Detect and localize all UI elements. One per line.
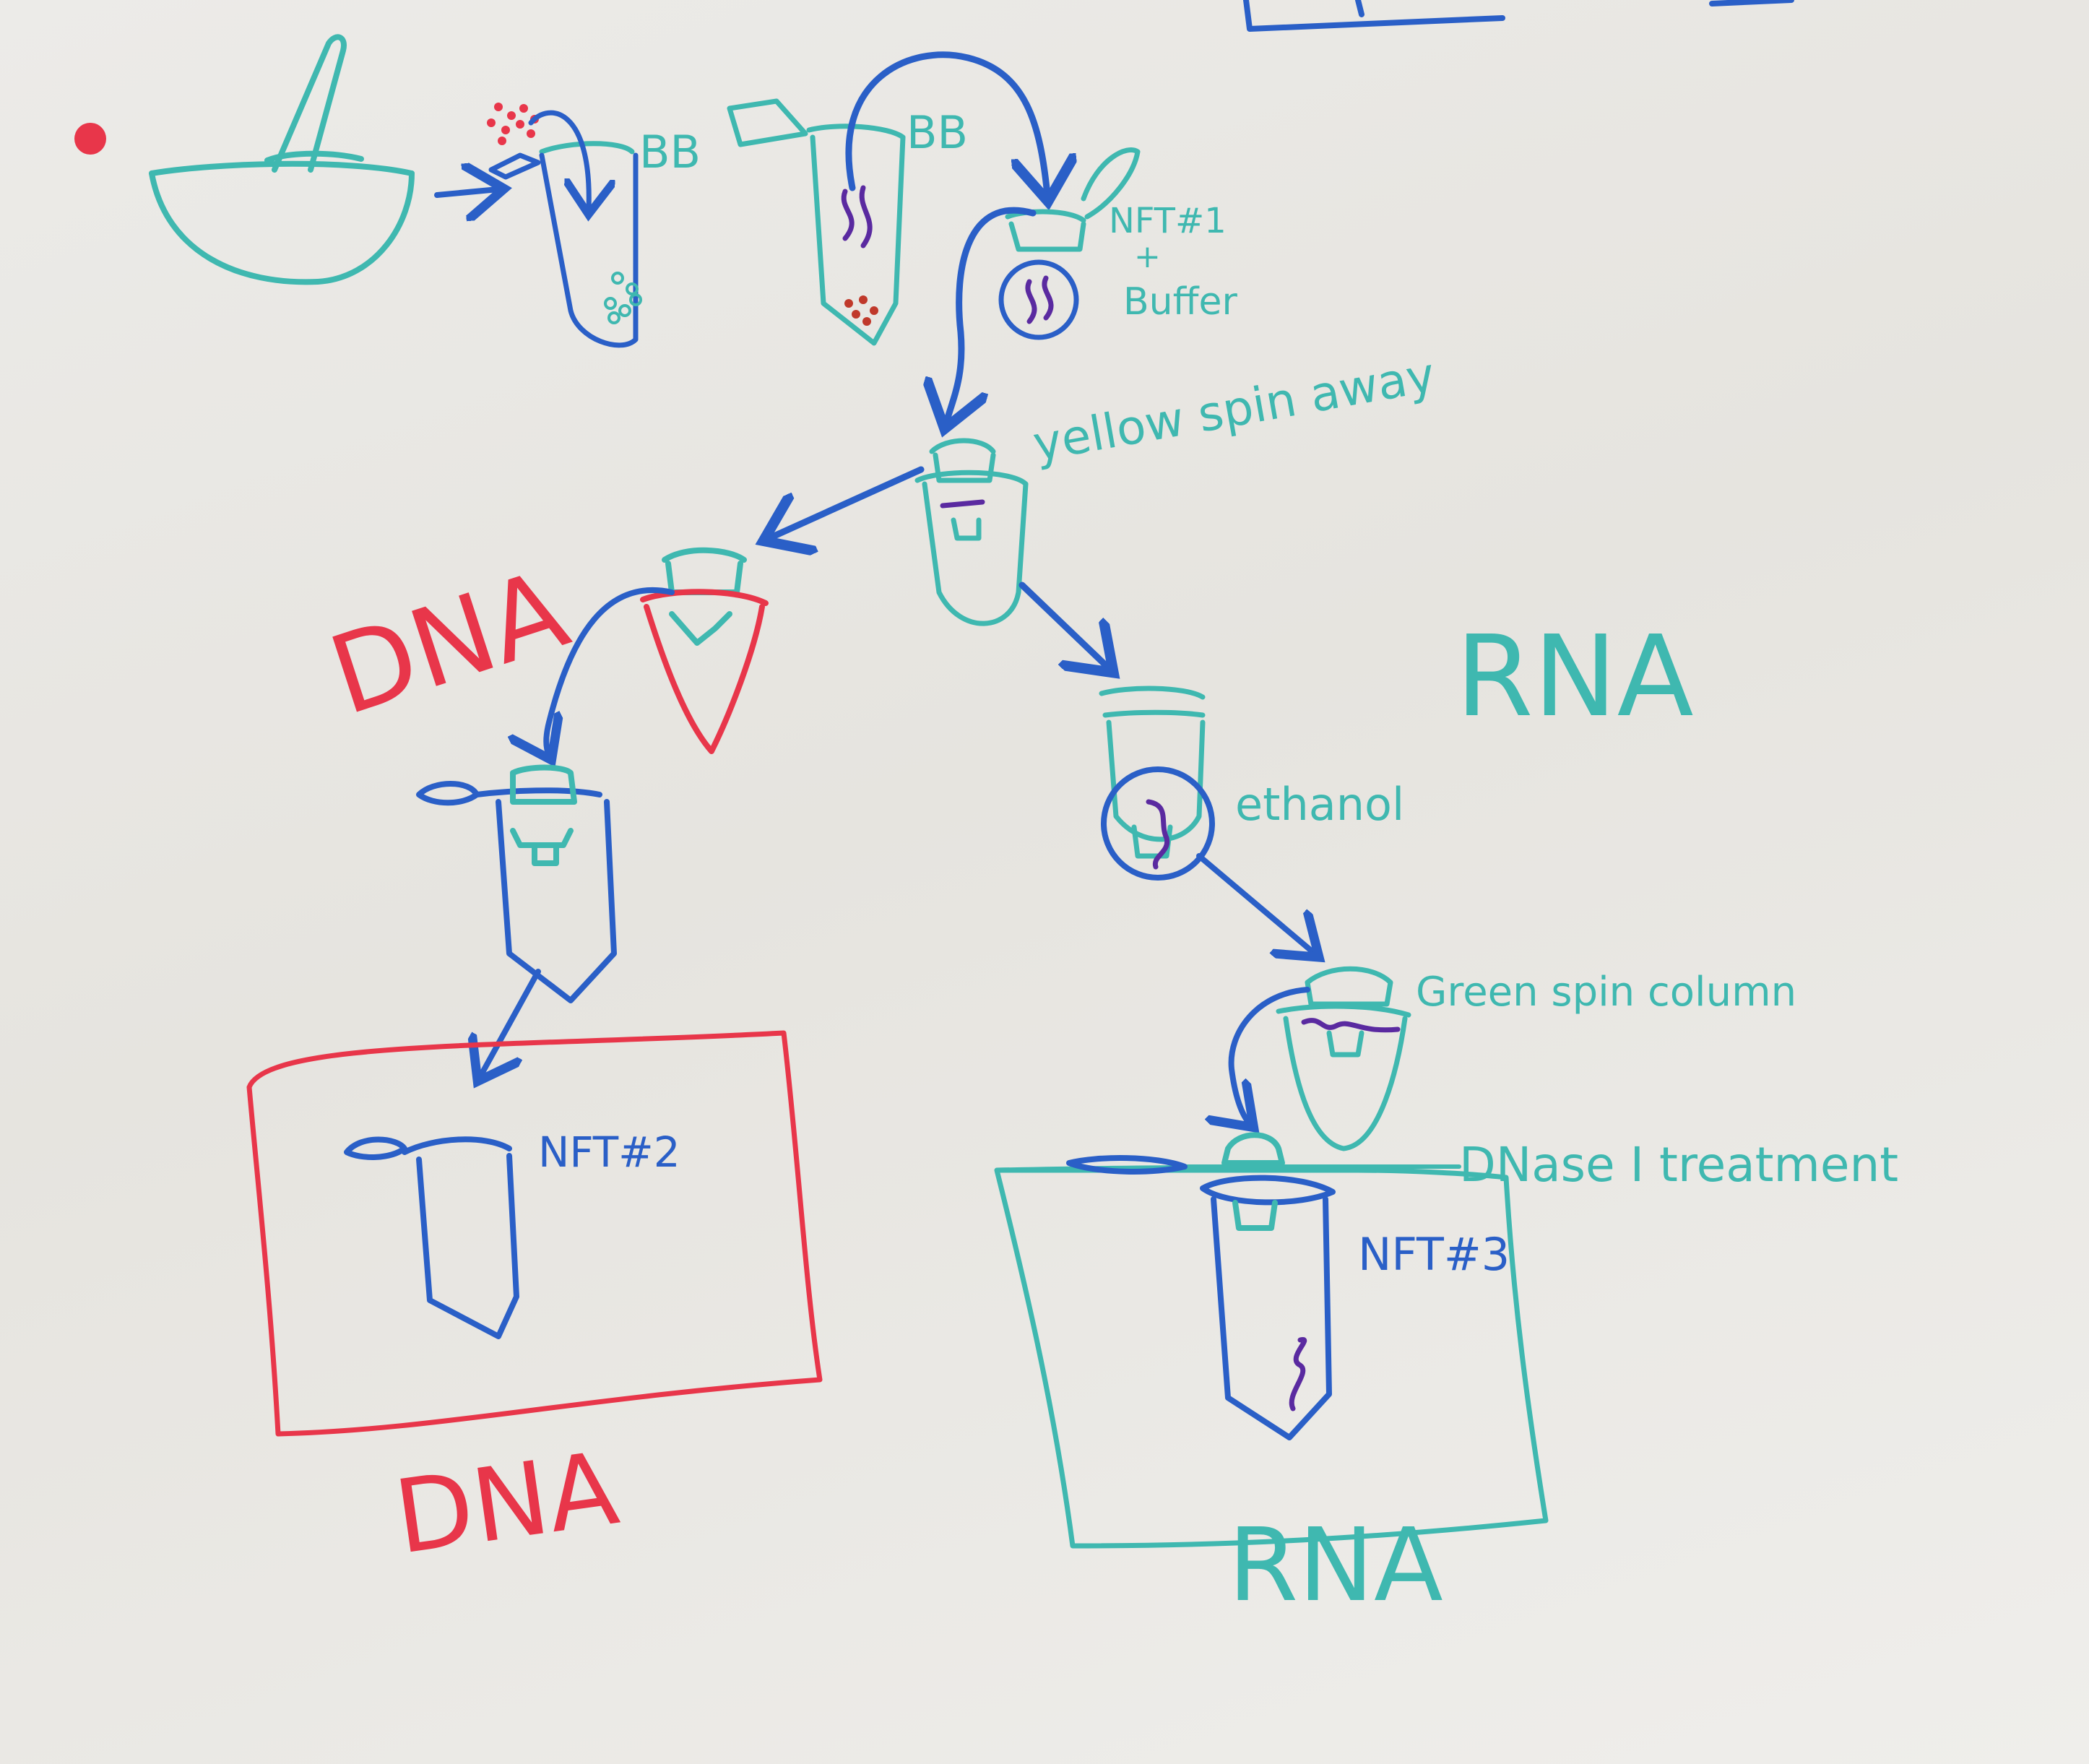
arrow-to-dna-branch (769, 466, 925, 538)
yellow-spin-column-icon (914, 438, 1029, 626)
ethanol-label: ethanol (1235, 778, 1404, 831)
rna-band (1301, 1018, 1401, 1033)
rna-strand-icon (1146, 799, 1170, 870)
dna-strand-icon-2 (1025, 275, 1054, 324)
cropped-line-top-right (1709, 0, 1794, 7)
arrow-to-dna-filter (546, 587, 675, 755)
nft3-tube-icon (1066, 1132, 1336, 1440)
dna-result-label: DNA (388, 1430, 625, 1577)
arrow-to-green-column (1196, 853, 1315, 954)
nft2-tube-icon (344, 1136, 519, 1339)
dna-column-tube-icon (640, 547, 769, 754)
mortar-pestle-icon (149, 34, 415, 285)
yellow-spin-label: yellow spin away (1029, 347, 1439, 472)
yellow-band (940, 499, 985, 509)
cropped-mark-top (1355, 0, 1364, 17)
ethanol-tube-icon (1099, 686, 1206, 859)
dna-result-box (246, 1030, 823, 1437)
rna-branch-label: RNA (1456, 611, 1694, 742)
dna-strand-icon (841, 185, 873, 248)
beads-icon (604, 272, 642, 324)
arrow-to-tube-1 (434, 189, 498, 195)
nft3-label: NFT#3 (1358, 1228, 1510, 1281)
pellet-icon (844, 295, 878, 326)
dna-filter-tube-icon (416, 764, 617, 1003)
arrow-to-rna-branch (1018, 581, 1109, 668)
tube-2-icon (727, 98, 906, 346)
start-dot (74, 123, 106, 155)
rna-result-box (994, 1164, 1549, 1549)
nft2-label: NFT#2 (538, 1128, 680, 1177)
bb-label-2: BB (907, 106, 968, 159)
cropped-box-top (1243, 0, 1505, 32)
arrow-to-yellow-spin (946, 207, 1037, 423)
plus-label: + (1134, 238, 1161, 275)
rna-strand-icon-2 (1289, 1336, 1307, 1411)
ethanol-zoom-circle (1101, 766, 1215, 881)
arrow-to-nft3 (1232, 987, 1310, 1123)
rna-result-label: RNA (1228, 1507, 1443, 1625)
nft1-label: NFT#1 (1109, 201, 1227, 241)
filter-tube-icon (998, 147, 1141, 340)
arrow-to-nft2 (480, 969, 541, 1076)
dnase-label: DNase I treatment (1459, 1137, 1898, 1193)
arrow-to-filter-1 (845, 51, 1047, 195)
dna-branch-label: DNA (316, 547, 581, 740)
tube-1-icon (488, 110, 639, 348)
green-column-label: Green spin column (1416, 969, 1796, 1016)
buffer-label: Buffer (1123, 280, 1237, 324)
bb-label-1: BB (639, 126, 701, 178)
green-spin-column-icon (1276, 966, 1411, 1151)
